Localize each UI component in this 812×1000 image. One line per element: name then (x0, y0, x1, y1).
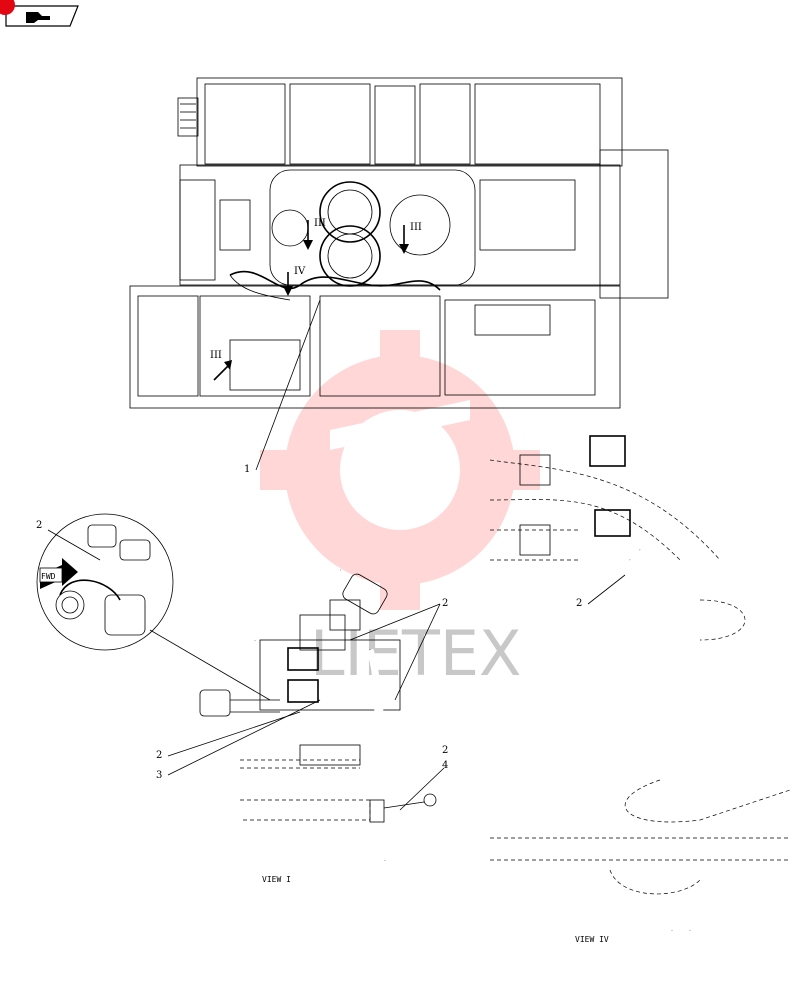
status-badge (0, 0, 15, 15)
view-marker-iii-a: III (314, 218, 326, 229)
view-iv-drawing (489, 435, 791, 931)
watermark-text: LIETEX (310, 617, 522, 690)
view-marker-iii-b: III (410, 222, 422, 233)
detail-circle: FWD (36, 513, 174, 651)
fwd-label: FWD (41, 572, 56, 581)
callout-2-view-i-top: 2 (442, 598, 448, 609)
callout-3: 3 (156, 770, 162, 781)
callout-2-detail: 2 (36, 520, 42, 531)
nav-back-tab[interactable] (4, 4, 80, 28)
callout-2-view-i-right: 2 (442, 745, 448, 756)
view-i-drawing (199, 566, 437, 861)
view-marker-iv: IV (294, 266, 306, 277)
callout-1: 1 (244, 464, 250, 475)
callout-4: 4 (442, 760, 448, 771)
gear-logo-icon (260, 330, 540, 610)
view-iv-title: VIEW IV (575, 935, 609, 944)
view-i-title: VIEW I (262, 875, 291, 884)
watermark (260, 330, 540, 610)
callout-2-view-i-left: 2 (156, 750, 162, 761)
callout-2-view-iv: 2 (576, 598, 582, 609)
view-marker-iii-c: III (210, 350, 222, 361)
hand-pointer-icon (26, 12, 50, 23)
chassis-top-view: III III IV III (129, 77, 669, 409)
